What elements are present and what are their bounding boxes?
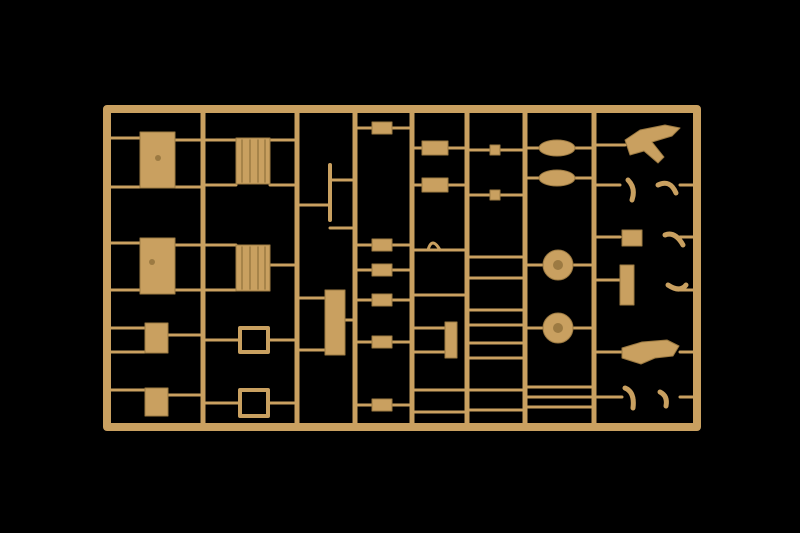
part-figure xyxy=(624,124,681,164)
part-grille xyxy=(235,137,271,185)
part-figure-torso xyxy=(621,229,643,247)
part-frame xyxy=(238,388,270,418)
part-frame xyxy=(238,326,270,354)
runners xyxy=(109,126,696,414)
part-figure-legs xyxy=(619,264,635,306)
part-figure-arm xyxy=(622,385,636,411)
part-block xyxy=(371,293,393,307)
part-figure-arm xyxy=(662,231,686,248)
part-figure xyxy=(621,339,680,365)
part-panel xyxy=(144,387,169,417)
part-block xyxy=(371,121,393,135)
part-figure-arm xyxy=(625,177,636,203)
part-panel xyxy=(144,322,169,354)
part-block xyxy=(371,335,393,349)
part-drum xyxy=(538,139,576,157)
part-figure-arm xyxy=(657,389,669,409)
part-bracket xyxy=(444,321,458,359)
part-block xyxy=(371,398,393,412)
part-figure-arm xyxy=(655,180,679,196)
part-panel xyxy=(139,237,176,295)
part-block xyxy=(421,177,449,193)
part-bracket xyxy=(324,289,346,356)
part-block xyxy=(371,263,393,277)
part-hook xyxy=(426,241,442,252)
part-drum xyxy=(538,169,576,187)
part-block xyxy=(421,140,449,156)
sprue-frame xyxy=(103,105,701,431)
part-block xyxy=(371,238,393,252)
parts xyxy=(139,121,689,418)
frame-dividers xyxy=(200,109,597,427)
frame-outer xyxy=(103,105,701,431)
part-block xyxy=(489,144,501,156)
part-block xyxy=(489,189,501,201)
part-grille xyxy=(235,244,271,292)
part-figure-arm xyxy=(665,282,689,292)
